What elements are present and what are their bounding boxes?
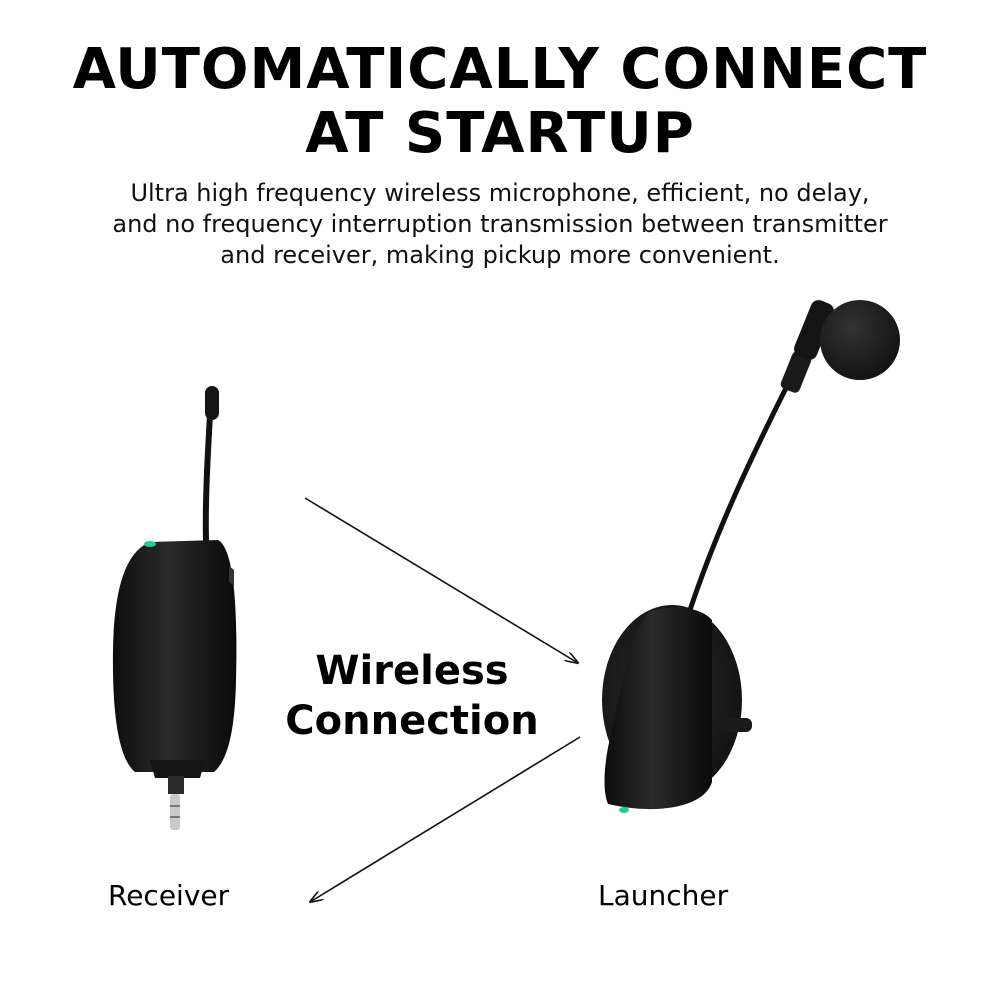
gooseneck	[687, 377, 793, 613]
launcher-caption: Launcher	[598, 879, 729, 912]
headline-line-1: AUTOMATICALLY CONNECT	[72, 37, 928, 102]
foam-windscreen	[820, 300, 900, 380]
center-label-line-1: Wireless	[315, 648, 509, 694]
wireless-connection-label: Wireless Connection	[262, 646, 562, 746]
receiver-caption: Receiver	[108, 879, 230, 912]
receiver-indicator-light	[144, 541, 156, 547]
audio-jack-plug	[170, 794, 180, 830]
headline: AUTOMATICALLY CONNECT AT STARTUP	[0, 38, 1000, 166]
center-label-line-2: Connection	[285, 698, 539, 744]
launcher-indicator-light	[619, 807, 629, 813]
receiver-device	[112, 386, 237, 830]
headline-line-2: AT STARTUP	[305, 101, 695, 166]
description-line-1: Ultra high frequency wireless microphone…	[130, 179, 870, 207]
description-line-3: and receiver, making pickup more conveni…	[220, 241, 780, 269]
launcher-device	[602, 300, 900, 813]
description-line-2: and no frequency interruption transmissi…	[112, 210, 888, 238]
description: Ultra high frequency wireless microphone…	[40, 178, 960, 271]
arrow-to-launcher	[304, 497, 578, 663]
arrow-to-receiver	[310, 736, 581, 902]
